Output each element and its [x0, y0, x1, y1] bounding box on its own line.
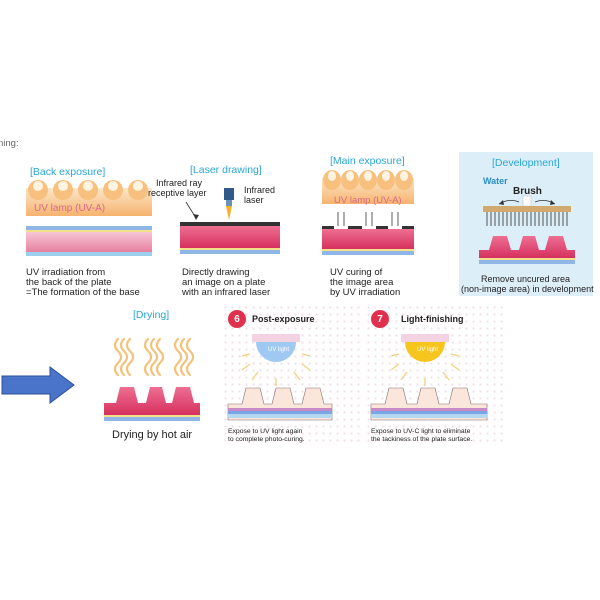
back-exposure-title: [Back exposure]: [30, 166, 106, 178]
main-exposure-title: [Main exposure]: [330, 155, 405, 167]
brush-label: Brush: [513, 186, 542, 197]
laser-drawing-caption-2: an image on a plate: [182, 277, 266, 288]
step-7-badge: 7: [371, 310, 389, 328]
uv-light-icon: [252, 334, 300, 362]
back-exposure-diagram: [26, 180, 152, 256]
drying-caption: Drying by hot air: [112, 429, 193, 441]
main-exposure-caption-1: UV curing of: [330, 267, 383, 278]
uv-light-label-7: UV light: [417, 347, 439, 353]
laser-icon: [224, 188, 234, 220]
corner-fragment-text: ning:: [0, 138, 19, 149]
receptive-layer-label-1: Infrared ray: [156, 178, 203, 188]
light-finishing-step: 7 Light-finishing UV light Expose to UV-…: [365, 304, 505, 444]
main-exposure-caption-2: the image area: [330, 277, 394, 288]
step-6-badge: 6: [228, 310, 246, 328]
drying-title: [Drying]: [133, 309, 170, 321]
uv-lamp-icon: [26, 180, 152, 216]
post-exposure-title: Post-exposure: [252, 314, 315, 324]
laser-label-2: laser: [244, 195, 264, 205]
post-exposure-diagram: [227, 334, 333, 421]
brush-icon: [483, 195, 571, 226]
main-exposure-caption-3: by UV irradiation: [330, 287, 401, 298]
water-label: Water: [483, 176, 508, 186]
laser-drawing-caption-1: Directly drawing: [182, 267, 250, 278]
laser-label-1: Infrared: [244, 185, 276, 195]
post-exposure-caption-1: Expose to UV light again: [228, 428, 303, 435]
laser-drawing-title: [Laser drawing]: [190, 164, 262, 176]
development-panel: [Development] Water Brush: [459, 152, 594, 296]
development-title: [Development]: [492, 157, 560, 169]
flow-arrow-icon: [1, 366, 75, 404]
receptive-layer-label-2: receptive layer: [148, 188, 207, 198]
development-diagram: [479, 195, 575, 264]
back-exposure-caption-1: UV irradiation from: [26, 267, 106, 278]
light-finishing-diagram: [370, 334, 488, 421]
laser-drawing-diagram: [180, 188, 280, 254]
laser-drawing-caption-3: with an infrared laser: [182, 287, 271, 298]
development-caption-2: (non-image area) in development: [461, 284, 594, 294]
uv-light-label-6: UV light: [268, 347, 290, 353]
light-finishing-title: Light-finishing: [401, 314, 464, 324]
drying-diagram: [104, 337, 200, 421]
light-finishing-caption-1: Expose to UV-C light to eliminate: [371, 428, 471, 435]
post-exposure-step: 6 Post-exposure UV light Expose to UV li…: [222, 304, 362, 444]
back-exposure-caption-2: the back of the plate: [26, 277, 112, 288]
uv-lamp-label: UV lamp (UV-A): [34, 203, 106, 214]
back-exposure-caption-3: =The formation of the base: [26, 287, 140, 298]
hot-air-icon: [113, 337, 195, 377]
uv-lamp-icon: [322, 170, 414, 204]
main-exposure-diagram: [322, 170, 414, 255]
uv-c-light-icon: [401, 334, 449, 362]
post-exposure-caption-2: to complete photo-curing.: [228, 436, 305, 443]
light-finishing-caption-2: the tackiness of the plate surface.: [371, 436, 473, 443]
uv-lamp-label-main: UV lamp (UV-A): [334, 195, 402, 206]
development-caption-1: Remove uncured area: [481, 274, 571, 284]
